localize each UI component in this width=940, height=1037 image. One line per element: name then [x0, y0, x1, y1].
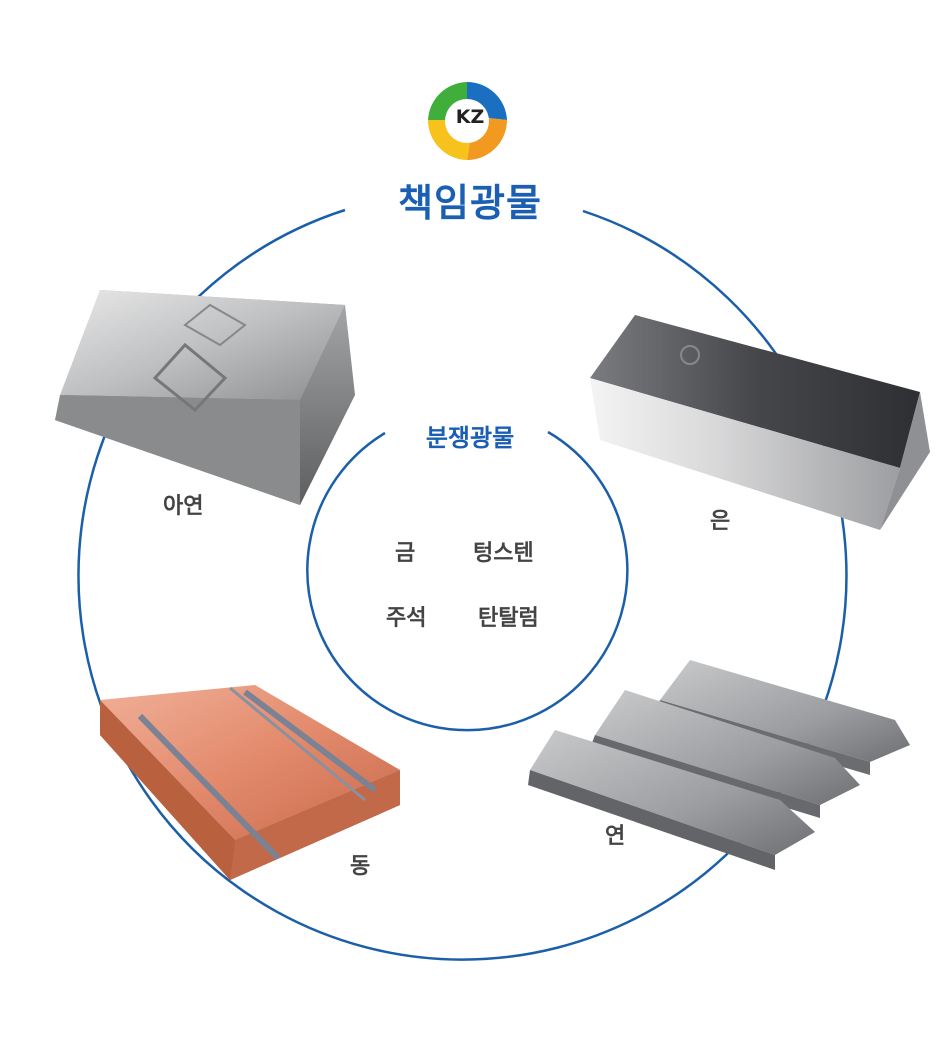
kz-logo-icon: [428, 81, 507, 160]
inner-item-tin: 주석: [386, 606, 427, 631]
zinc-ingot-image: [55, 290, 355, 505]
logo-text: KZ: [455, 106, 485, 128]
responsible-minerals-title: 책임광물: [398, 181, 542, 225]
silver-bar-image: [590, 315, 930, 530]
lead-ingots-image: [528, 660, 910, 870]
outer-label-zinc: 아연: [163, 494, 204, 519]
inner-circle: [306, 430, 629, 732]
inner-item-tungsten: 텅스텐: [473, 541, 534, 566]
outer-label-lead: 연: [605, 824, 626, 849]
copper-cathodes-image: [100, 685, 400, 880]
outer-label-copper: 동: [350, 854, 371, 879]
outer-label-silver: 은: [710, 509, 731, 534]
inner-item-gold: 금: [395, 541, 416, 566]
conflict-minerals-title: 분쟁광물: [425, 424, 515, 452]
inner-item-tantalum: 탄탈럼: [478, 606, 539, 631]
